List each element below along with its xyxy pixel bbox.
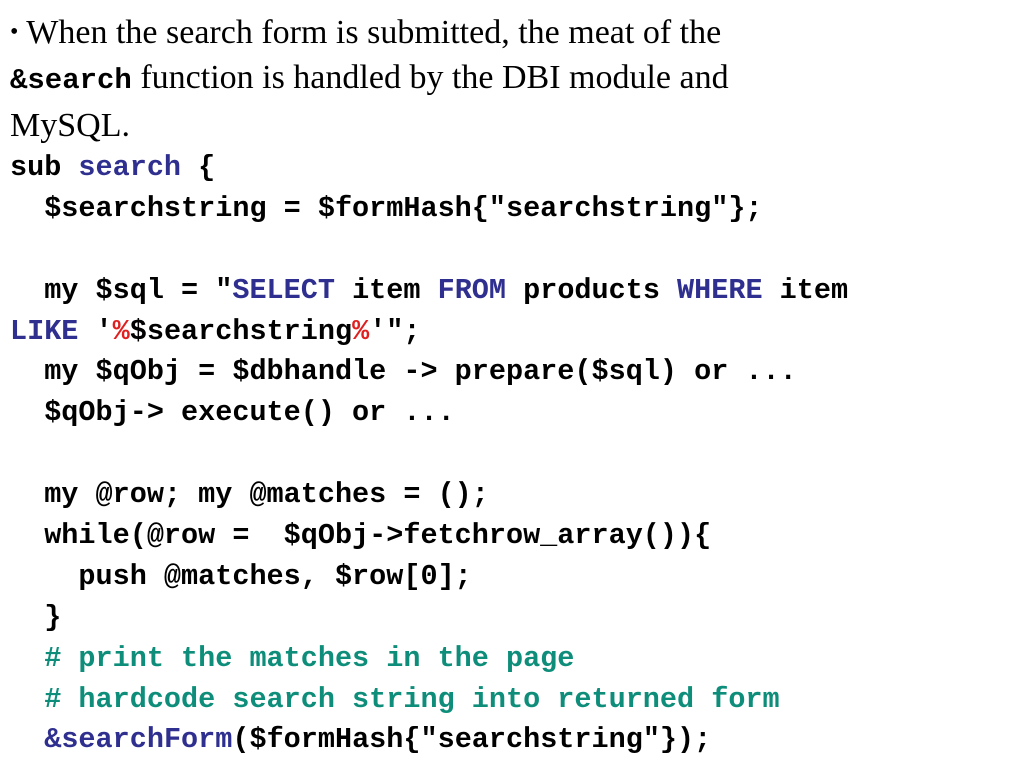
code-line-12: } [10, 600, 62, 634]
code-token: sub [10, 151, 79, 184]
code-token: item [334, 273, 438, 307]
code-line-11: push @matches, $row[0]; [10, 559, 472, 593]
code-token: my $sql = " [10, 273, 233, 307]
sql-wildcard: % [352, 314, 370, 348]
bullet-text-3: MySQL. [10, 107, 130, 144]
code-call-searchform: &searchForm [44, 723, 233, 757]
code-token: $searchstring [129, 314, 353, 348]
sql-wildcard: % [112, 314, 130, 348]
code-token: ' [78, 314, 113, 348]
sql-keyword-like: LIKE [10, 314, 79, 348]
bullet-marker: • [10, 19, 19, 45]
code-line-7: $qObj-> execute() or ... [10, 396, 455, 430]
code-comment-1: # print the matches in the page [10, 641, 575, 675]
code-line-blank [10, 230, 1020, 271]
code-line-5: LIKE '%$searchstring%'"; [10, 312, 1020, 353]
code-line-1: sub search { [10, 148, 1020, 189]
code-line-15: &searchForm($formHash{"searchstring"}); [10, 720, 1020, 761]
sql-keyword-where: WHERE [677, 273, 763, 307]
code-line-9: my @row; my @matches = (); [10, 478, 489, 512]
inline-code-search: &search [10, 64, 132, 97]
code-line-blank [10, 434, 1020, 475]
code-comment-2: # hardcode search string into returned f… [10, 682, 780, 716]
code-token: ($formHash{"searchstring"}); [232, 723, 712, 757]
bullet-text-2: function is handled by the DBI module an… [140, 59, 729, 96]
bullet-text-1: When the search form is submitted, the m… [26, 14, 722, 51]
code-line-10: while(@row = $qObj->fetchrow_array()){ [10, 519, 712, 553]
code-token: { [181, 151, 216, 184]
code-token: item [762, 273, 849, 307]
code-line-2: $searchstring = $formHash{"searchstring"… [10, 191, 763, 225]
bullet-paragraph: • When the search form is submitted, the… [10, 10, 1014, 148]
sql-keyword-from: FROM [437, 273, 507, 307]
sql-keyword-select: SELECT [232, 273, 335, 307]
code-token: '"; [369, 314, 421, 348]
code-token [10, 723, 44, 756]
code-line-4: my $sql = "SELECT item FROM products WHE… [10, 271, 1020, 312]
code-line-6: my $qObj = $dbhandle -> prepare($sql) or… [10, 355, 797, 389]
code-keyword-search: search [78, 151, 182, 184]
code-block: sub search { $searchstring = $formHash{"… [10, 148, 1020, 761]
code-token: products [506, 273, 678, 307]
